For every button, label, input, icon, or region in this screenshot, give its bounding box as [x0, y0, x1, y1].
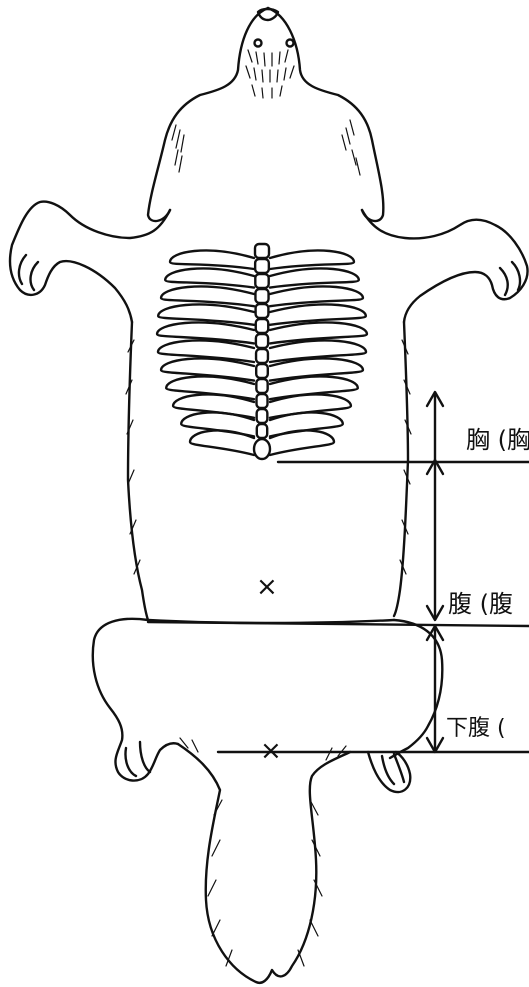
lower-abdomen-label: 下腹 ( [446, 718, 506, 740]
sternum-segment [256, 334, 268, 348]
rib-left-11 [190, 430, 254, 455]
rib-right-9 [270, 394, 351, 417]
rib-left-2 [165, 268, 254, 287]
rib-right-2 [270, 268, 359, 287]
rib-left-9 [173, 394, 254, 417]
sternum-segment [256, 364, 268, 378]
sternum-segment [257, 394, 268, 408]
rib-left-10 [181, 412, 254, 436]
sternum-segment [257, 409, 268, 423]
abdomen-label: 腹 (腹 [448, 592, 513, 616]
sternum-segment [256, 379, 267, 393]
sternum-segment [257, 424, 267, 438]
sternum-segment [256, 304, 269, 318]
rib-left-3 [161, 286, 254, 306]
rib-cage [157, 244, 367, 459]
sternum-segment [255, 289, 268, 303]
hind-section [93, 619, 443, 983]
sternum-segment [255, 259, 269, 273]
rib-left-8 [166, 376, 254, 399]
head [148, 8, 383, 221]
chest-label: 胸 (胸 [466, 428, 529, 452]
rib-right-3 [270, 286, 363, 306]
rib-right-11 [270, 430, 334, 455]
rib-right-8 [270, 376, 358, 399]
sternum-segment [255, 274, 268, 288]
xiphoid [254, 439, 270, 459]
sternum-segment [256, 349, 268, 363]
sternum-segment [256, 319, 269, 333]
rib-left-1 [170, 250, 254, 269]
tail-base-marker: × [260, 738, 282, 764]
rib-right-1 [270, 250, 354, 269]
sternum-segment [255, 244, 269, 258]
rib-right-10 [270, 412, 343, 436]
center-marker: × [256, 574, 278, 600]
